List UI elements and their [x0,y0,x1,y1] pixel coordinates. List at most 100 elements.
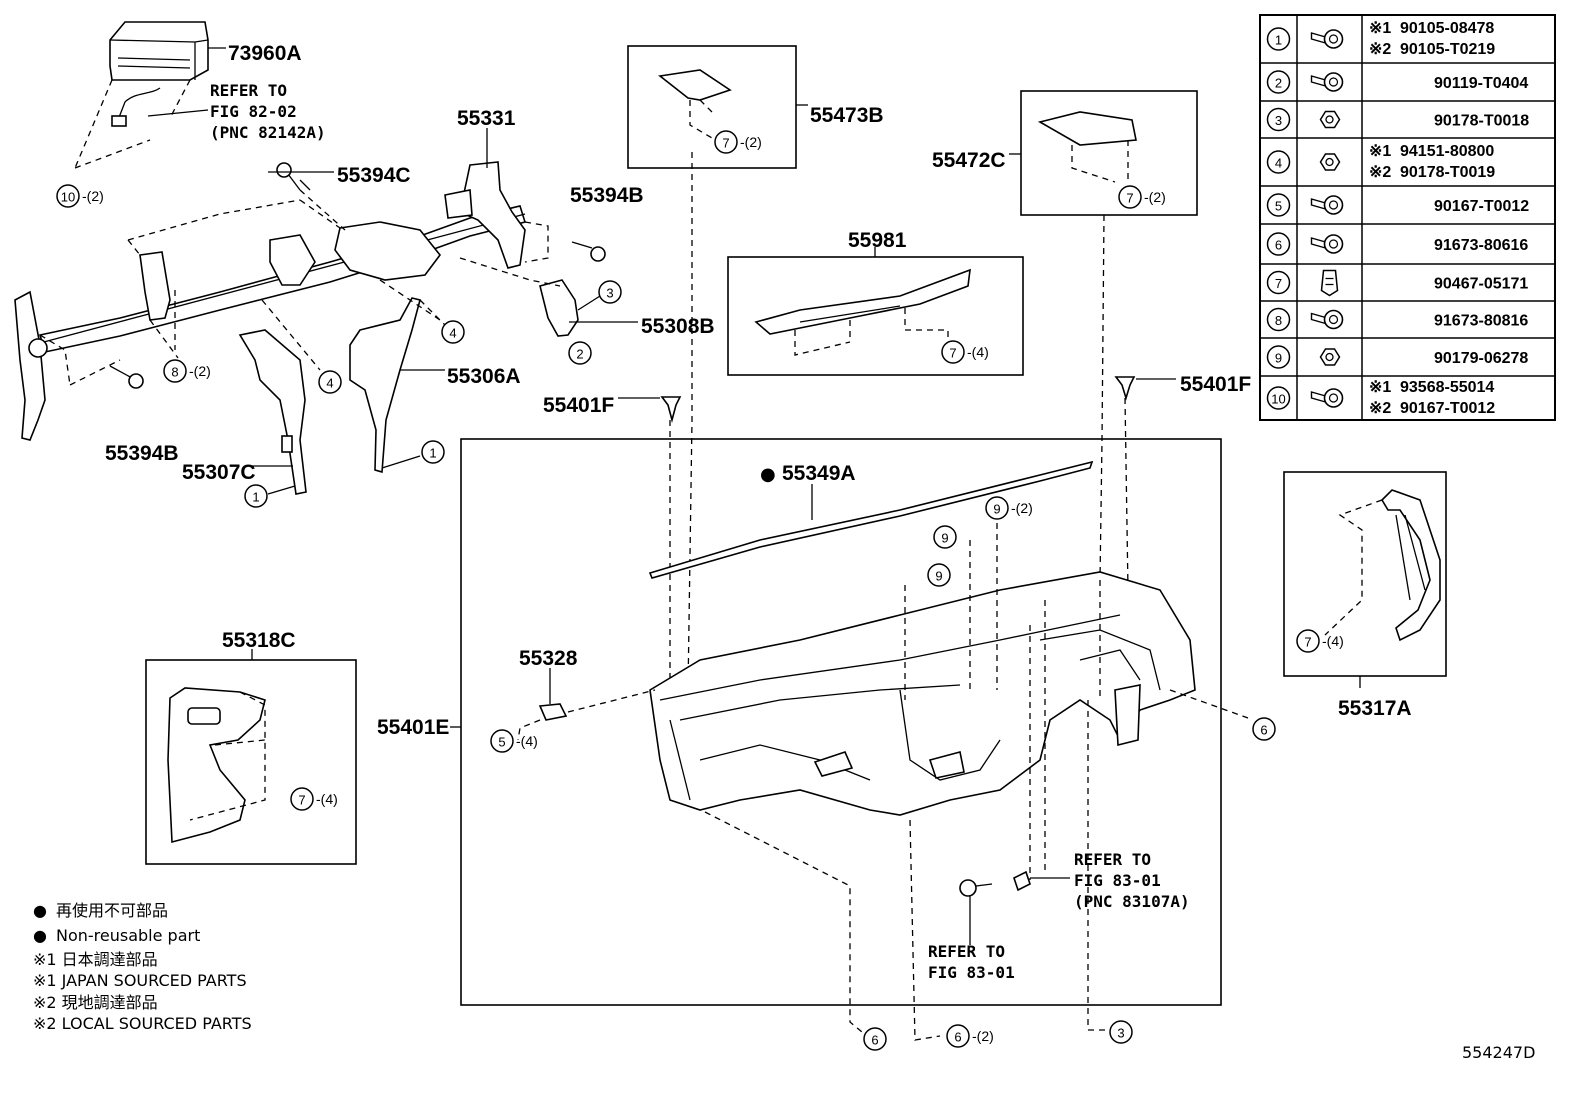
callout-circle [1109,1020,1133,1044]
row-number-circle [1266,107,1291,132]
part-number: 90167-T0012 [1400,400,1495,417]
refer-note-line: FIG 82-02 [210,102,297,121]
callout-55331: 55331 [457,107,516,130]
callout-quantity: -(2) [82,188,104,204]
callout-quantity: -(4) [316,791,338,807]
callout-number: 9 [993,502,1000,517]
fastener-callout-5: 5-(4) [490,729,538,753]
callout-73960A: 73960A [228,42,302,65]
fastener-callout-7: 7-(4) [941,340,989,364]
callout-number: 6 [954,1030,961,1045]
panel-55981-drawing [754,247,971,356]
legend-item: ※2 現地調達部品 [33,993,158,1012]
row-number: 6 [1275,238,1282,253]
part-number: 90105-T0219 [1400,41,1495,58]
callout-circle [863,1027,887,1051]
callout-number: 2 [576,347,583,362]
callout-55317A: 55317A [1338,697,1412,720]
callout-circle [941,340,965,364]
fastener-callout-6: 6 [863,1027,887,1051]
callout-55307C: 55307C [182,461,256,484]
row-number-circle [1266,345,1291,369]
ref-fasteners-drawing [959,870,1070,945]
fastener-callout-3: 3 [1109,1020,1133,1044]
row-number: 10 [1271,392,1285,407]
callout-number: 3 [606,286,613,301]
source-mark: ※1 [1369,20,1391,37]
figure-id: 554247D [1462,1043,1535,1062]
legend-bullet: ● [33,901,47,920]
refer-note-line: REFER TO [928,942,1005,961]
callout-circle [598,280,622,304]
fastener-callout-6: 6-(2) [946,1024,994,1048]
refer-note-line: (PNC 82142A) [210,123,326,142]
refer-note-line: FIG 83-01 [1074,871,1161,890]
callout-circle [946,1024,970,1048]
legend-item: ※1 JAPAN SOURCED PARTS [33,971,247,990]
legend-bullet: ● [33,926,47,945]
nonreusable-marker-55349A: ● [760,464,776,485]
legend: ●再使用不可部品●Non-reusable part※1 日本調達部品※1 JA… [33,901,252,1033]
part-number: 90178-T0018 [1434,113,1529,130]
fastener-callout-8: 8-(2) [163,359,211,383]
panel-55472C-drawing [1009,111,1137,581]
callout-number: 4 [449,326,456,341]
fastener-callouts: 10-(2)7-(2)7-(2)7-(4)32448-(2)119-(2)997… [56,130,1344,1051]
part-number: 93568-55014 [1400,379,1494,396]
callout-55318C: 55318C [222,629,296,652]
callout-55308B: 55308B [641,315,715,338]
legend-item: Non-reusable part [56,926,200,945]
callout-quantity: -(2) [1144,189,1166,205]
callout-circle [290,787,314,811]
callout-55306A: 55306A [447,365,521,388]
clip-icon [1320,269,1339,297]
callout-quantity: -(4) [1322,633,1344,649]
fastener-callout-9: 9 [927,563,951,587]
callout-circle [927,563,951,587]
callout-55349A: 55349A [782,462,856,485]
callout-55401F: 55401F [543,394,614,417]
source-mark: ※1 [1369,379,1391,396]
flange-nut-icon [1319,153,1341,171]
source-mark: ※1 [1369,143,1391,160]
callout-quantity: -(4) [967,344,989,360]
callout-circle [714,130,738,154]
callout-55472C: 55472C [932,149,1006,172]
fastener-callout-4: 4 [318,370,342,394]
part-number: 91673-80816 [1434,313,1528,330]
callout-number: 7 [298,793,305,808]
part-number: 90178-T0019 [1400,164,1495,181]
callout-55394B: 55394B [105,442,179,465]
callout-number: 7 [1304,635,1311,650]
callout-number: 7 [722,136,729,151]
part-number: 94151-80800 [1400,143,1494,160]
callout-number: 4 [326,376,333,391]
legend-item: ※2 LOCAL SOURCED PARTS [33,1014,252,1033]
box-55401E [460,438,1222,1006]
cover-55317A-drawing [1324,489,1441,688]
bolt-icon [1310,72,1344,92]
row-number: 5 [1275,199,1282,214]
row-number: 3 [1275,113,1282,128]
row-number-circle [1266,70,1291,94]
legend-item: ※1 日本調達部品 [33,950,158,969]
box-55317A [1283,471,1447,677]
callout-number: 10 [61,190,75,205]
box-55318C [145,659,357,865]
panel-55473B-drawing [658,69,808,691]
part-number: 90119-T0404 [1434,75,1528,92]
row-number: 7 [1275,276,1282,291]
screw-icon [1310,195,1344,215]
row-number: 4 [1275,156,1282,171]
callout-circle [1252,717,1276,741]
callout-number: 7 [1126,191,1133,206]
refer-note-line: FIG 83-01 [928,963,1015,982]
fastener-callout-2: 2 [568,341,592,365]
box-55472C [1020,90,1198,216]
callout-circle [244,484,268,508]
cover-55318C-drawing [167,649,266,844]
callout-55401E: 55401E [377,716,449,739]
callout-55328: 55328 [519,647,578,670]
